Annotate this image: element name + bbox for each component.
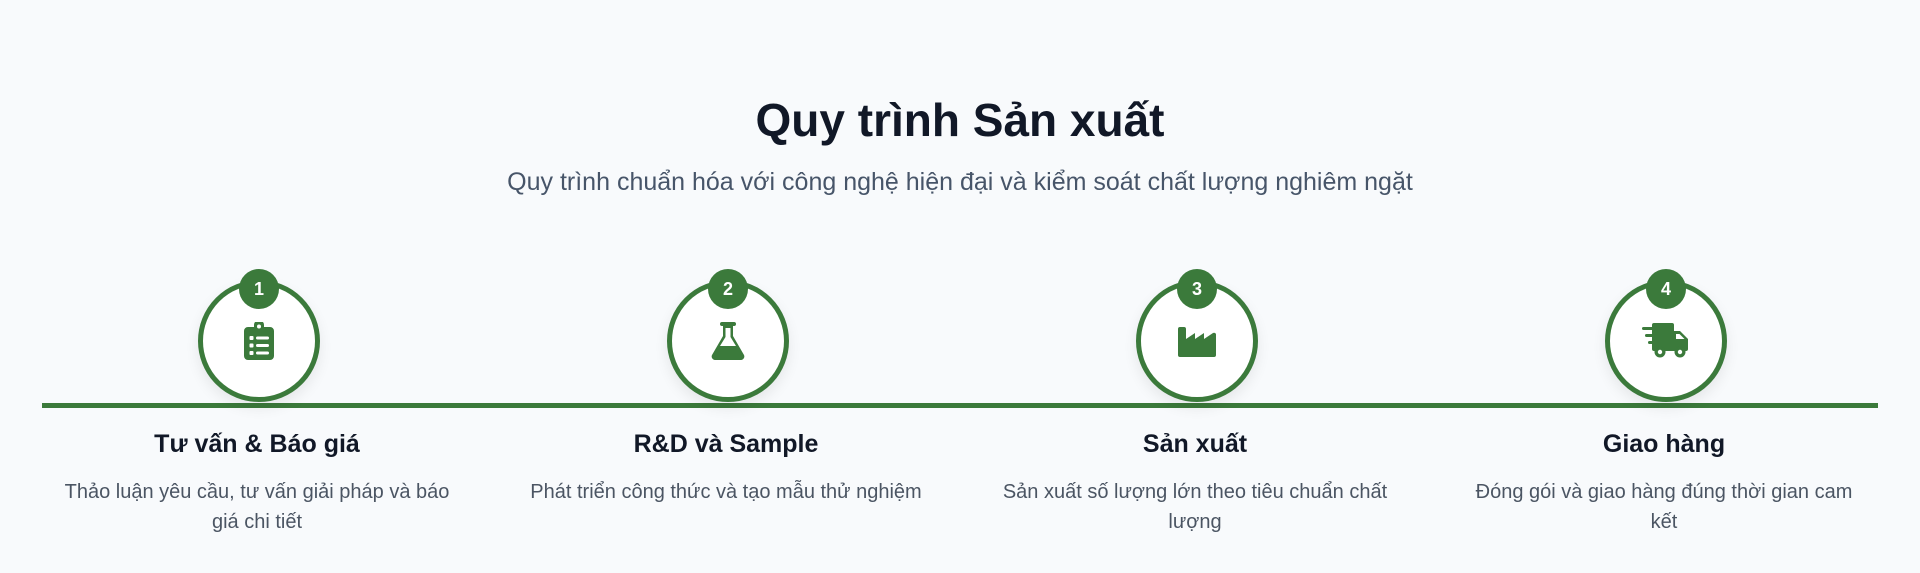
section-subtitle: Quy trình chuẩn hóa với công nghệ hiện đ…: [507, 168, 1413, 196]
step-title: Tư vấn & Báo giá: [154, 430, 360, 458]
clipboard-list-icon: [244, 322, 274, 360]
step-title: Sản xuất: [1142, 430, 1248, 458]
step-description: Thảo luận yêu cầu, tư vấn giải pháp và b…: [64, 481, 450, 533]
shipping-truck-icon: [1642, 323, 1690, 359]
step-icon-circle: [1605, 280, 1727, 402]
step-number-badge: 4: [1646, 269, 1686, 309]
timeline-line: [42, 403, 1878, 408]
flask-icon: [711, 322, 745, 360]
process-step-rnd: 2 R&D và Sample Phát triển công thức và …: [511, 0, 941, 573]
process-step-consulting: 1 Tư vấn & Báo giá Thảo luận yêu cầu, tư…: [42, 0, 472, 573]
step-number-badge: 3: [1177, 269, 1217, 309]
step-title: R&D và Sample: [633, 430, 819, 458]
process-step-production: 3 Sản xuất Sản xuất số lượng lớn theo ti…: [980, 0, 1410, 573]
step-description: Phát triển công thức và tạo mẫu thử nghi…: [530, 481, 922, 503]
step-description: Sản xuất số lượng lớn theo tiêu chuẩn ch…: [1002, 481, 1388, 533]
step-title: Giao hàng: [1602, 430, 1726, 458]
factory-icon: [1178, 325, 1216, 357]
step-description: Đóng gói và giao hàng đúng thời gian cam…: [1475, 481, 1853, 533]
step-icon-circle: [198, 280, 320, 402]
process-step-delivery: 4 Giao hàng Đóng gói và giao hàng đúng t…: [1449, 0, 1879, 573]
section-title: Quy trình Sản xuất: [755, 94, 1165, 146]
step-number-badge: 1: [239, 269, 279, 309]
step-number-badge: 2: [708, 269, 748, 309]
